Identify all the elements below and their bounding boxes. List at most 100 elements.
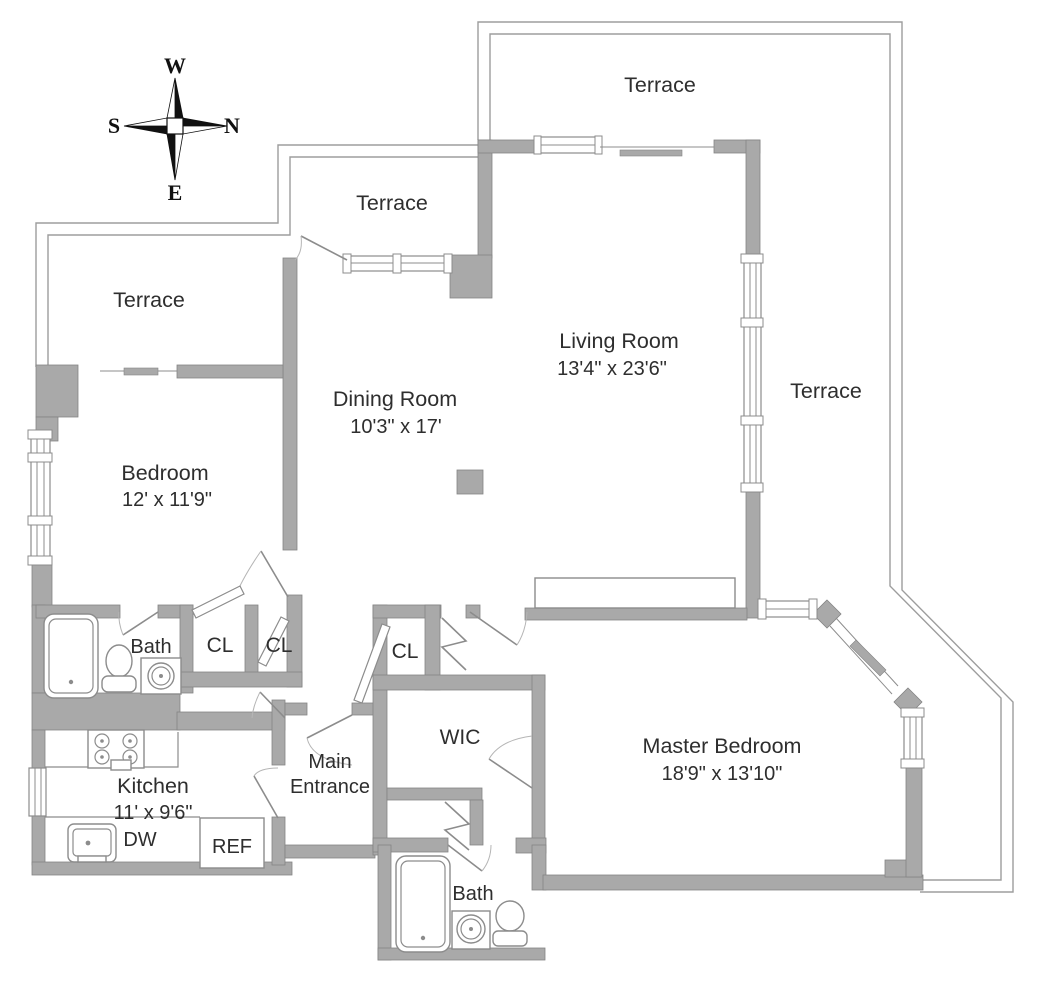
door-swing-arc <box>516 611 528 646</box>
toilet-icon <box>492 900 528 947</box>
wall <box>542 874 924 891</box>
drain-icon <box>68 679 74 685</box>
wall <box>35 364 79 418</box>
master-bath-label: Bath <box>452 883 493 905</box>
window-icon <box>743 257 762 489</box>
door-icon <box>306 714 353 739</box>
terrace-middle-label: Terrace <box>356 191 428 215</box>
window-icon <box>900 707 925 718</box>
window-icon <box>594 135 603 155</box>
door-swing-arc <box>481 844 492 872</box>
burner-icon <box>128 755 132 759</box>
bifold-door-icon <box>443 801 471 851</box>
toilet-icon <box>101 675 137 693</box>
wall <box>905 762 923 878</box>
wall <box>244 604 259 684</box>
drain-icon <box>85 840 91 846</box>
closet1-label: CL <box>207 634 234 657</box>
wall <box>477 139 537 154</box>
living-room-dims: 13'4" x 23'6" <box>557 358 667 380</box>
bedroom-label: Bedroom <box>121 461 208 485</box>
window-icon <box>740 317 764 328</box>
sliding-door-icon <box>123 367 159 376</box>
burner-icon <box>94 733 110 749</box>
drain-icon <box>420 935 426 941</box>
wall <box>284 702 308 716</box>
door-swing-arc <box>251 691 261 719</box>
window-icon <box>533 135 542 155</box>
window-icon <box>27 452 53 463</box>
kitchen-dims: 11' x 9'6" <box>114 802 193 824</box>
bath-label: Bath <box>130 636 171 658</box>
door-icon <box>260 550 289 598</box>
door-swing-arc <box>294 235 302 261</box>
dining-room-label: Dining Room <box>333 387 457 411</box>
wall <box>271 699 286 766</box>
terrace-left-inner-line <box>47 156 478 367</box>
doors <box>118 235 533 872</box>
toilet-icon <box>492 930 528 947</box>
toilet-icon <box>105 644 133 678</box>
burner-icon <box>94 749 110 765</box>
compass-east-label: E <box>168 180 183 205</box>
burner-icon <box>100 755 104 759</box>
wall <box>449 254 493 299</box>
wall <box>176 364 284 379</box>
wic-label: WIC <box>440 726 481 749</box>
burner-icon <box>100 739 104 743</box>
terrace-right-inner-line <box>489 33 1002 881</box>
living-room-label: Living Room <box>559 329 679 353</box>
compass-west-label: W <box>164 53 186 78</box>
sink-icon <box>159 674 163 678</box>
terrace-right-label: Terrace <box>790 379 862 403</box>
door-swing-arc <box>118 611 124 636</box>
compass-south-label: S <box>108 113 120 138</box>
closet2-label: CL <box>266 634 293 657</box>
column <box>456 469 484 495</box>
main-entrance-label-line2: Entrance <box>290 776 370 798</box>
bathtub-icon <box>48 618 94 694</box>
compass-center <box>166 117 184 135</box>
dishwasher-label: DW <box>123 829 156 851</box>
window-icon <box>740 253 764 264</box>
refrigerator-label: REF <box>212 836 252 858</box>
terrace-left-label: Terrace <box>113 288 185 312</box>
built-in-recess <box>534 577 736 609</box>
wall <box>31 814 46 866</box>
wall <box>524 607 748 621</box>
wall <box>31 692 181 731</box>
wall <box>477 139 493 259</box>
wall <box>31 729 46 773</box>
door-icon <box>253 775 279 819</box>
refrigerator-icon <box>199 817 265 869</box>
window-icon <box>27 555 53 566</box>
window-icon <box>342 253 352 274</box>
sink-icon <box>151 666 171 686</box>
sink-icon <box>460 918 482 940</box>
kitchen-sink-icon <box>67 823 117 863</box>
terrace-right-outer-line <box>477 21 1014 893</box>
wall <box>179 604 194 694</box>
wall <box>31 560 53 608</box>
wall <box>372 604 442 619</box>
window-icon <box>757 598 767 620</box>
closet3-label: CL <box>392 640 419 663</box>
wall <box>351 702 376 716</box>
wall <box>372 674 546 691</box>
sink-icon <box>451 910 491 950</box>
sliding-door-icon <box>849 639 887 677</box>
window-icon <box>900 758 925 769</box>
wall <box>377 844 392 961</box>
wall <box>176 711 286 731</box>
room-labels: Terrace Terrace Terrace Terrace Living R… <box>113 73 862 905</box>
sliding-door-icon <box>829 625 893 695</box>
windows <box>27 135 925 817</box>
door-icon <box>300 235 348 261</box>
stove-icon <box>110 759 132 771</box>
master-bedroom-dims: 18'9" x 13'10" <box>662 763 783 785</box>
door-icon <box>488 758 533 789</box>
terrace-top-label: Terrace <box>624 73 696 97</box>
burner-icon <box>128 739 132 743</box>
dining-room-dims: 10'3" x 17' <box>350 416 441 438</box>
